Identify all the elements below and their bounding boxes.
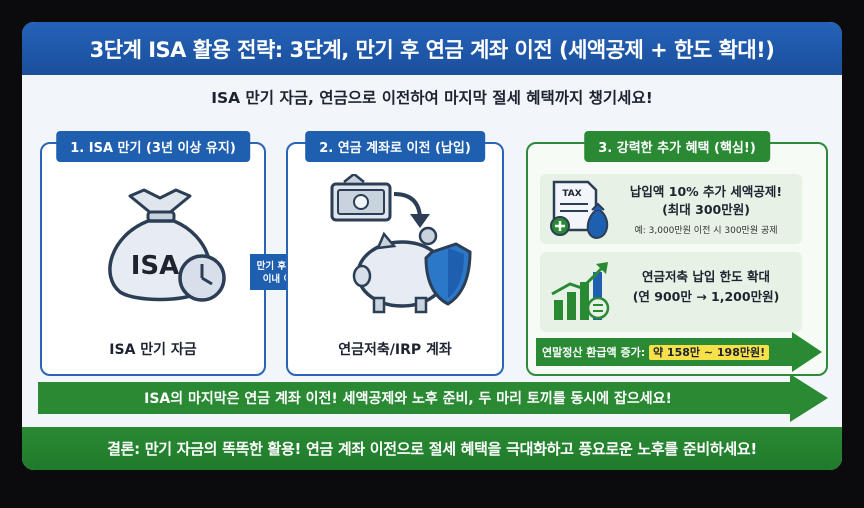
tax-credit-example: 예: 3,000만원 이전 시 300만원 공제 xyxy=(634,226,778,236)
conclusion-bar: 결론: 만기 자금의 똑똑한 활용! 연금 계좌 이전으로 절세 혜택을 극대화… xyxy=(22,427,842,470)
step-1-caption: ISA 만기 자금 xyxy=(109,342,197,358)
banner-arrow xyxy=(38,374,828,422)
limit-benefit-box: 연금저축 납입 한도 확대 (연 900만 → 1,200만원) xyxy=(540,252,802,332)
infographic-card: 3단계 ISA 활용 전략: 3단계, 만기 후 연금 계좌 이전 (세액공제 … xyxy=(22,22,842,470)
tax-benefit-box: TAX 납입액 10% 추가 세액공제! (최대 300만원) 예: 3,000… xyxy=(540,174,802,244)
limit-values: (연 900만 → 1,200만원) xyxy=(632,289,780,304)
transfer-arrow-label: 만기 후 60일 이내 이전! xyxy=(254,260,314,286)
step-1-panel: 1. ISA 만기 (3년 이상 유지) ISA ISA 만기 자금 xyxy=(40,131,266,376)
transfer-arrow-line1: 만기 후 60일 xyxy=(256,261,312,272)
growth-chart-icon xyxy=(551,262,610,320)
piggy-bank-shield-icon xyxy=(330,174,472,314)
step-3-title: 3. 강력한 추가 혜택 (핵심!) xyxy=(584,131,770,162)
tax-credit-max: (최대 300만원) xyxy=(662,202,750,217)
step-1-title: 1. ISA 만기 (3년 이상 유지) xyxy=(56,131,250,162)
step-3-panel: 3. 강력한 추가 혜택 (핵심!) TAX 납입액 10% 추가 세액공제! … xyxy=(526,131,828,376)
banner-text: ISA의 마지막은 연금 계좌 이전! 세액공제와 노후 준비, 두 마리 토끼… xyxy=(144,391,672,407)
step-2-title: 2. 연금 계좌로 이전 (납입) xyxy=(305,131,485,162)
refund-value: 약 158만 ~ 198만원! xyxy=(648,345,770,360)
refund-increase: 연말정산 환급액 증가: 약 158만 ~ 198만원! xyxy=(542,344,770,360)
tax-document-icon: TAX xyxy=(550,180,609,240)
tax-icon-label: TAX xyxy=(562,189,581,199)
isa-bag-label: ISA xyxy=(131,251,180,281)
step-2-panel: 2. 연금 계좌로 이전 (납입) 연금저축/IRP 계좌 xyxy=(286,131,504,376)
refund-label: 연말정산 환급액 증가: xyxy=(542,346,646,359)
limit-text: 연금저축 납입 한도 확대 xyxy=(641,269,771,284)
step-2-caption: 연금저축/IRP 계좌 xyxy=(338,342,452,358)
page-title: 3단계 ISA 활용 전략: 3단계, 만기 후 연금 계좌 이전 (세액공제 … xyxy=(22,22,842,75)
tax-credit-text: 납입액 10% 추가 세액공제! xyxy=(629,184,783,199)
money-bag-clock-icon: ISA xyxy=(108,188,226,302)
transfer-arrow-line2: 이내 이전! xyxy=(262,274,306,285)
subtitle: ISA 만기 자금, 연금으로 이전하여 마지막 절세 혜택까지 챙기세요! xyxy=(211,89,653,107)
